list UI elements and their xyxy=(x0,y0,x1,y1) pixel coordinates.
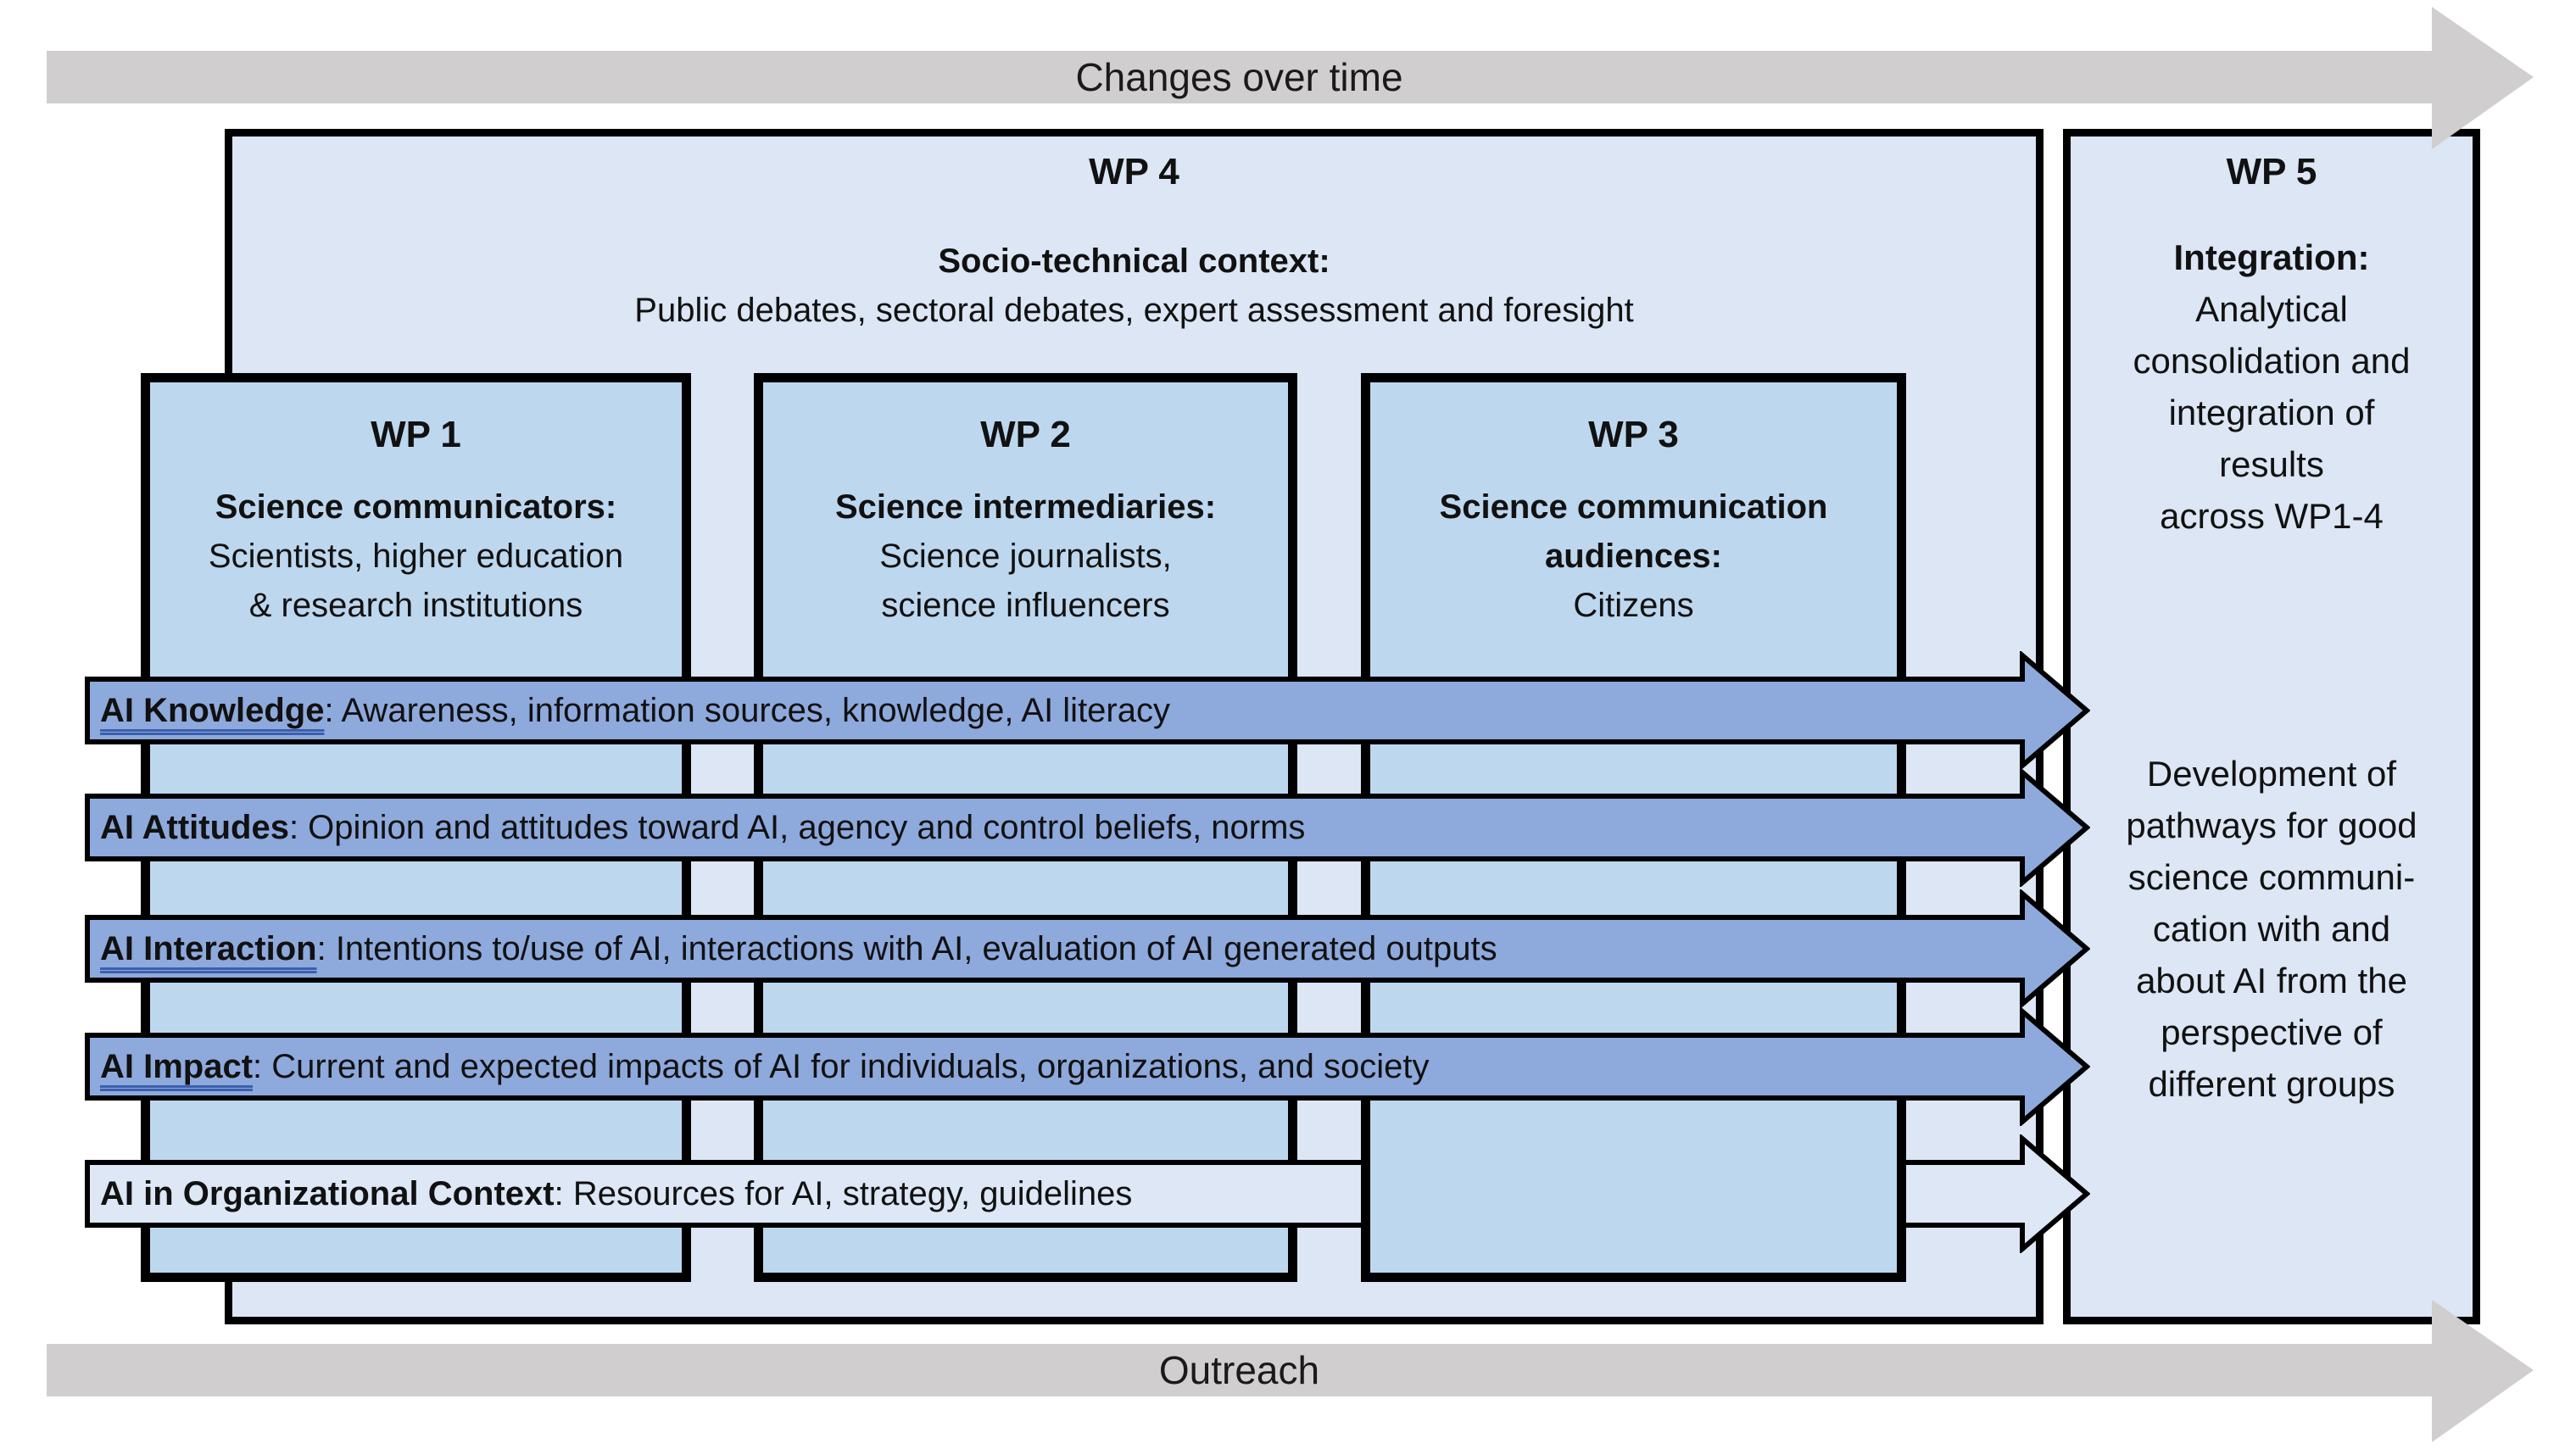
wp5-development-block: Development of pathways for good science… xyxy=(2071,748,2473,1110)
wp3-title: WP 3 xyxy=(1588,414,1679,455)
outreach-label: Outreach xyxy=(1158,1348,1320,1392)
wp5-block1-line: across WP1-4 xyxy=(2160,496,2384,536)
wp4-lead: Socio-technical context: xyxy=(938,242,1330,280)
band-label: AI Interaction: Intentions to/use of AI,… xyxy=(100,915,1497,983)
right-arrow-shape xyxy=(47,7,2534,149)
wp5-block1-line: Analytical xyxy=(2195,289,2348,329)
wp5-block2-line: about AI from the xyxy=(2136,961,2407,1000)
band-arrow-shape xyxy=(85,768,2090,887)
wp5-block1-line: results xyxy=(2219,444,2324,484)
band-ai-attitudes: AI Attitudes: Opinion and attitudes towa… xyxy=(85,768,2090,887)
wp5-block2-line: science communi- xyxy=(2127,857,2416,897)
wp5-block1-line: integration of xyxy=(2168,393,2375,432)
wp1-line: Scientists, higher education xyxy=(208,538,624,575)
wp2-line: Science journalists, xyxy=(879,538,1172,575)
wp2-text: Science intermediaries: Science journali… xyxy=(763,482,1288,630)
wp5-block2-line: cation with and xyxy=(2152,909,2391,949)
band-rest: : Current and expected impacts of AI for… xyxy=(253,1048,1430,1085)
band-arrow-shape xyxy=(85,889,2090,1008)
wp5-block2-line: perspective of xyxy=(2161,1012,2383,1052)
wp3-text: Science communication audiences: Citizen… xyxy=(1370,482,1897,630)
wp3-line: Citizens xyxy=(1573,587,1694,624)
wp1-line: & research institutions xyxy=(248,587,583,624)
wp5-title: WP 5 xyxy=(2226,151,2317,192)
wp5-integration-block: Integration: Analytical consolidation an… xyxy=(2071,231,2473,542)
band-ai-interaction: AI Interaction: Intentions to/use of AI,… xyxy=(85,889,2090,1008)
wp5-block2-line: different groups xyxy=(2148,1064,2395,1104)
band-lead: AI Attitudes xyxy=(100,809,289,846)
wp1-title: WP 1 xyxy=(371,414,461,455)
wp5-panel: WP 5 Integration: Analytical consolidati… xyxy=(2063,129,2480,1324)
wp4-body: Public debates, sectoral debates, expert… xyxy=(634,292,1634,329)
wp3-lead: Science communication xyxy=(1439,488,1828,526)
changes-over-time-label: Changes over time xyxy=(1075,55,1403,99)
band-arrow-shape xyxy=(85,651,2090,770)
band-lead: AI Knowledge xyxy=(100,692,325,729)
band-rest: : Intentions to/use of AI, interactions … xyxy=(316,930,1497,967)
wp3-lead: audiences: xyxy=(1545,538,1722,575)
outreach-arrow: Outreach xyxy=(47,1298,2535,1444)
band-label: AI Attitudes: Opinion and attitudes towa… xyxy=(100,794,1305,861)
band-label: AI Knowledge: Awareness, information sou… xyxy=(100,677,1170,744)
band-label: AI Impact: Current and expected impacts … xyxy=(100,1033,1429,1101)
wp5-block2-line: pathways for good xyxy=(2126,805,2417,845)
band-rest: : Opinion and attitudes toward AI, agenc… xyxy=(288,809,1306,846)
wp4-subtitle: Socio-technical context: Public debates,… xyxy=(232,237,2036,335)
wp2-line: science influencers xyxy=(881,587,1170,624)
wp1-lead: Science communicators: xyxy=(215,488,617,526)
wp5-lead: Integration: xyxy=(2173,237,2370,277)
band-rest: : Resources for AI, strategy, guidelines xyxy=(554,1175,1133,1212)
band-arrow-shape xyxy=(85,1007,2090,1126)
wp4-title: WP 4 xyxy=(1089,151,1179,192)
band-lead: AI Impact xyxy=(100,1048,254,1085)
band-lead: AI in Organizational Context xyxy=(100,1175,555,1212)
band-label: AI in Organizational Context: Resources … xyxy=(100,1160,1132,1228)
band-ai-impact: AI Impact: Current and expected impacts … xyxy=(85,1007,2090,1126)
wp2-title: WP 2 xyxy=(980,414,1071,455)
wp5-block1-line: consolidation and xyxy=(2133,341,2411,381)
band-ai-knowledge: AI Knowledge: Awareness, information sou… xyxy=(85,651,2090,770)
wp2-lead: Science intermediaries: xyxy=(834,488,1217,526)
wp1-text: Science communicators: Scientists, highe… xyxy=(150,482,682,630)
right-arrow-shape xyxy=(47,1300,2534,1442)
changes-over-time-arrow: Changes over time xyxy=(47,5,2535,151)
band-lead: AI Interaction xyxy=(100,930,317,967)
band-rest: : Awareness, information sources, knowle… xyxy=(324,692,1170,729)
wp5-block2-line: Development of xyxy=(2146,754,2397,794)
